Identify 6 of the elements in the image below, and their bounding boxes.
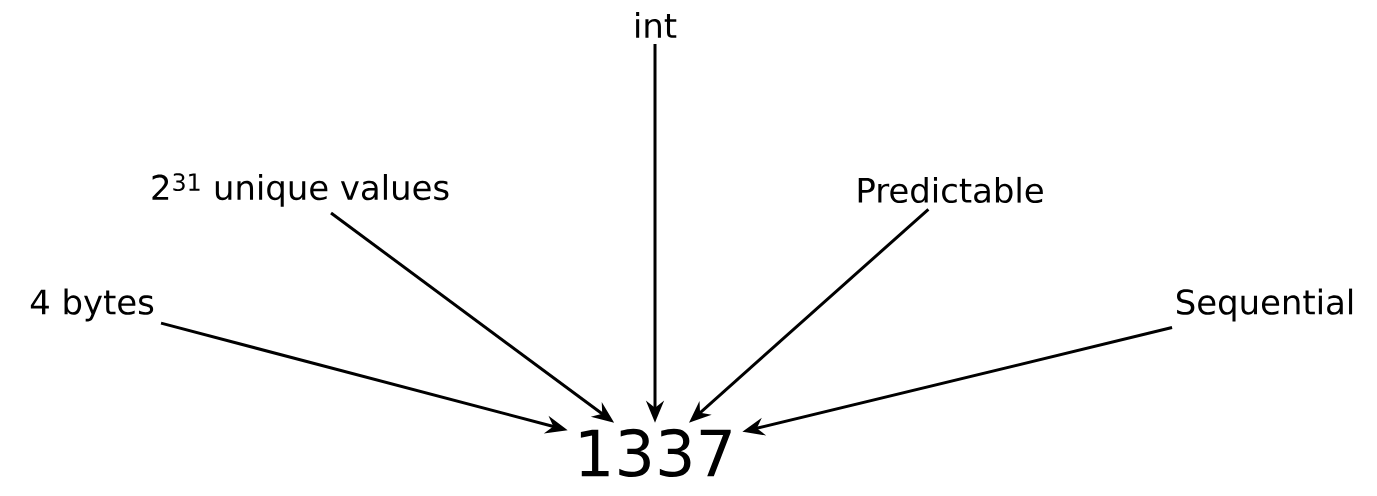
term-label: 2$^{31}$ unique values: [152, 173, 449, 207]
term-label: 4 bytes: [30, 288, 154, 322]
term-label: Sequential: [1177, 288, 1353, 322]
term-label: Predictable: [858, 176, 1043, 204]
term-label: int: [636, 12, 677, 38]
number-label: 1337: [580, 428, 731, 478]
